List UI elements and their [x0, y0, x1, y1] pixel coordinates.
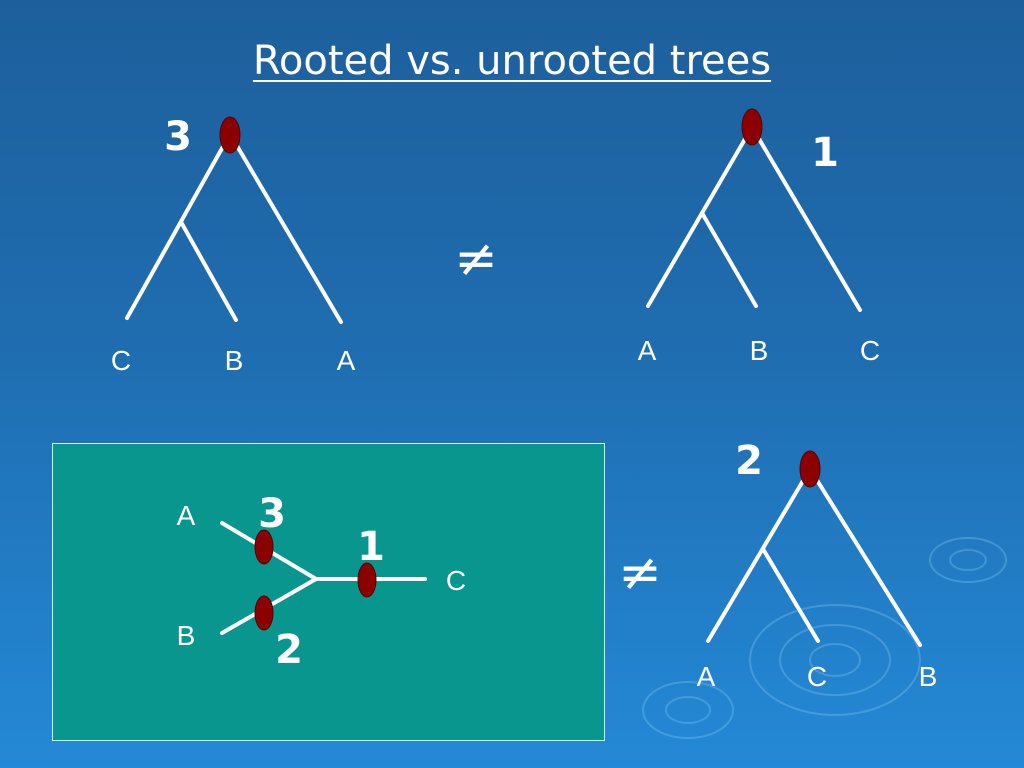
- leaf-label: A: [337, 345, 356, 376]
- root-number: 3: [258, 491, 286, 537]
- leaf-label: A: [177, 500, 196, 531]
- branch: [750, 125, 862, 312]
- branch: [646, 125, 754, 308]
- not-equal-sign: ≠: [618, 543, 662, 603]
- leaf-label: C: [807, 661, 827, 692]
- leaf-label: B: [919, 661, 938, 692]
- rooted-tree-bottom-right: 2 A C B: [697, 438, 938, 692]
- root-number: 3: [164, 114, 192, 160]
- branch: [761, 547, 820, 643]
- leaf-label: A: [697, 661, 716, 692]
- root-number: 2: [275, 627, 303, 673]
- branch: [706, 467, 812, 643]
- root-marker: [741, 108, 763, 146]
- leaf-label: B: [177, 620, 196, 651]
- leaf-label: B: [750, 335, 769, 366]
- rooted-tree-top-right: 1 A B C: [638, 108, 880, 366]
- unrooted-tree: A B C 3 1 2: [177, 491, 466, 673]
- root-marker: [254, 595, 274, 631]
- rooted-tree-top-left: 3 C B A: [111, 114, 356, 376]
- branch: [700, 211, 758, 308]
- slide-title: Rooted vs. unrooted trees: [252, 38, 772, 84]
- branch: [179, 220, 238, 322]
- leaf-label: C: [111, 345, 131, 376]
- root-marker: [799, 450, 821, 488]
- branch: [125, 132, 232, 320]
- root-marker: [219, 116, 241, 154]
- root-number: 1: [811, 130, 839, 176]
- root-number: 2: [735, 438, 763, 484]
- leaf-label: B: [225, 345, 244, 376]
- root-marker: [357, 562, 377, 598]
- not-equal-sign: ≠: [454, 229, 498, 289]
- branch: [808, 467, 922, 647]
- unrooted-tree-panel: [52, 443, 605, 741]
- root-marker: [254, 529, 274, 565]
- branch: [228, 132, 343, 324]
- leaf-label: A: [638, 335, 657, 366]
- leaf-label: C: [446, 565, 466, 596]
- root-number: 1: [357, 524, 385, 570]
- leaf-label: C: [860, 335, 880, 366]
- ripple-decoration: [642, 537, 1007, 739]
